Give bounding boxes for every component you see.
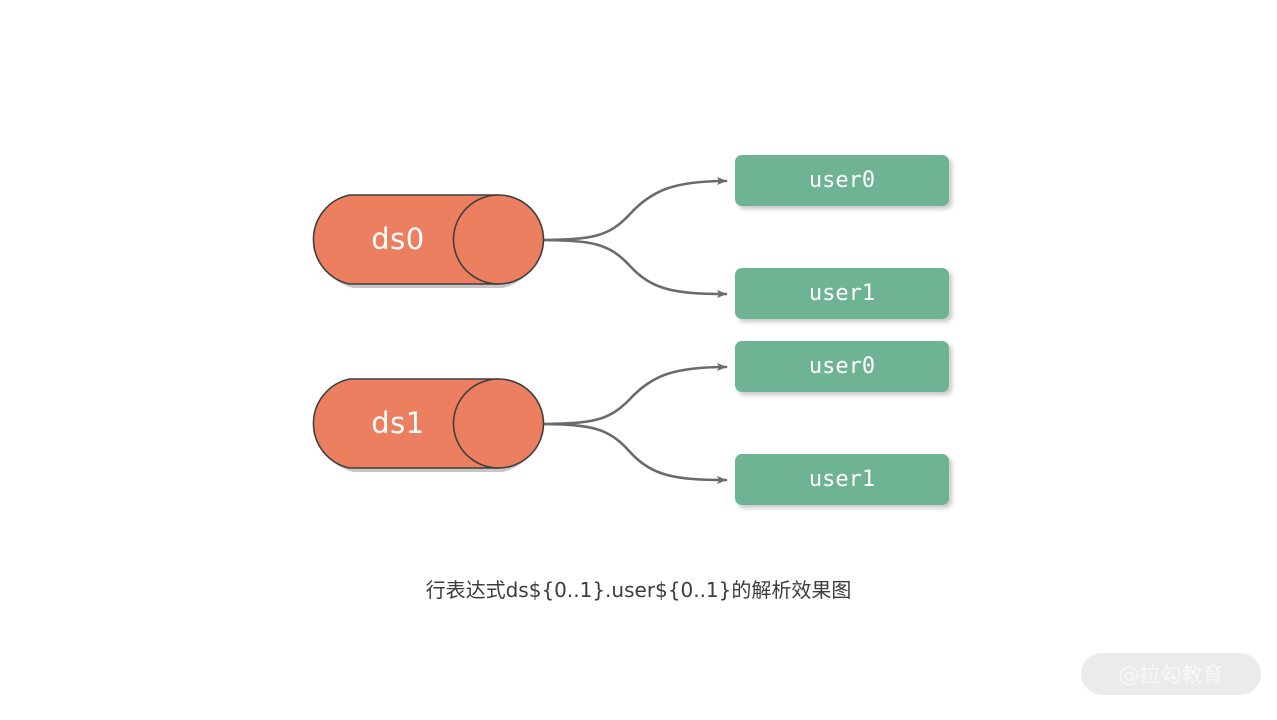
edge-ds0-to-user1	[543, 238, 728, 298]
table-node-ds1-user0[interactable]: user0	[735, 341, 949, 392]
datasource-label: ds1	[371, 406, 425, 440]
datasource-label: ds0	[371, 222, 425, 256]
datasource-node-ds0[interactable]: ds0	[304, 194, 545, 288]
table-node-ds0-user1[interactable]: user1	[735, 268, 949, 319]
datasource-node-ds1[interactable]: ds1	[304, 378, 545, 472]
watermark-badge: @拉勾教育	[1081, 653, 1261, 695]
table-node-ds0-user0[interactable]: user0	[735, 155, 949, 206]
cylinder-icon	[312, 194, 545, 288]
table-label: user0	[808, 353, 876, 379]
edge-ds1-to-user0	[543, 363, 728, 426]
diagram-caption: 行表达式ds${0..1}.user${0..1}的解析效果图	[425, 578, 852, 602]
table-node-ds1-user1[interactable]: user1	[735, 454, 949, 505]
edge-ds1-to-user1	[543, 422, 728, 484]
table-label: user1	[808, 466, 876, 492]
edge-ds0-to-user0	[543, 177, 728, 242]
table-label: user0	[808, 167, 876, 193]
cylinder-icon	[312, 378, 545, 472]
table-label: user1	[808, 280, 876, 306]
